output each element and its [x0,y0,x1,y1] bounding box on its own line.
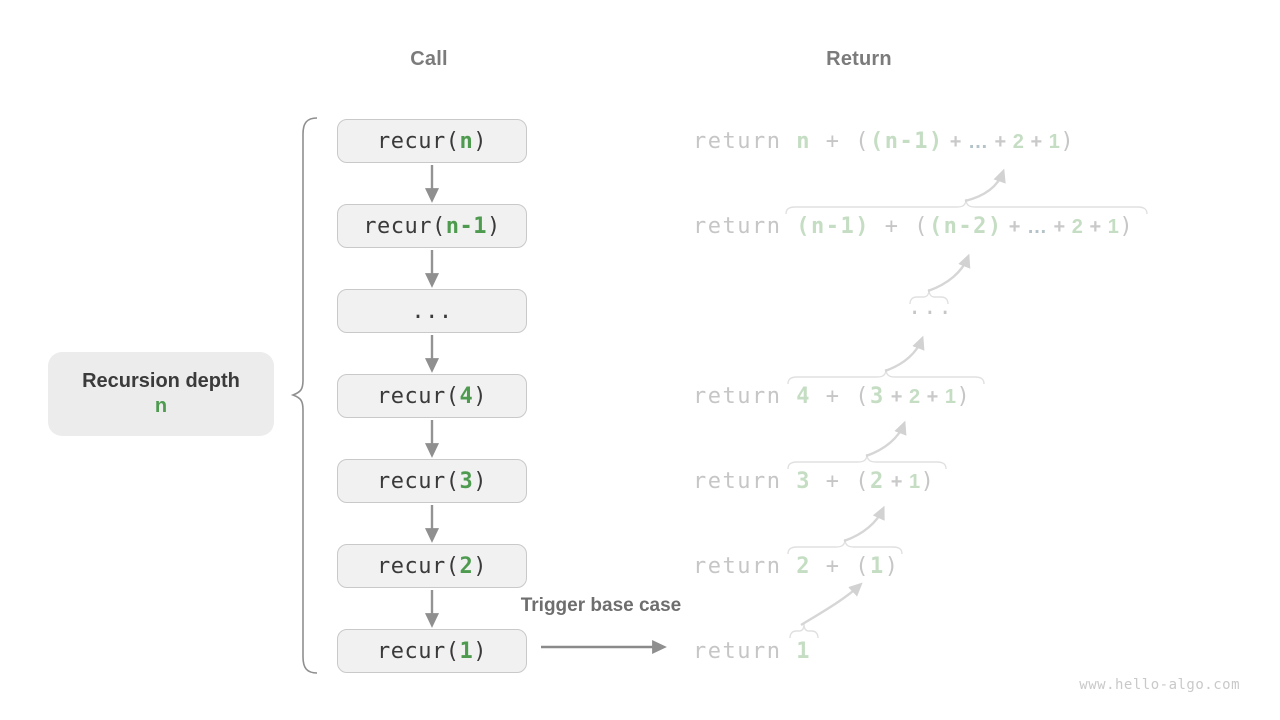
text-segment: + [1047,216,1072,238]
text-segment: ) [1119,214,1135,239]
text-segment: + [920,386,945,408]
return-line-return-n: return n + ((n-1) + … + 2 + 1) [693,128,1075,156]
call-box-recur-4: recur(4) [337,374,527,418]
text-segment: ) [473,128,487,154]
return-merge-arrow-icon [884,335,925,373]
text-segment: + [1002,216,1027,238]
text-segment: + ( [810,384,870,409]
return-merge-arrow-icon [927,253,971,293]
return-line-ellipsis: ... [908,294,954,322]
text-segment: + [988,131,1013,153]
text-segment: ) [473,553,487,579]
text-segment: n [459,128,474,154]
text-segment: + [943,131,968,153]
text-segment: (n-1) [869,129,944,154]
text-segment: (n-2) [928,214,1003,239]
text-segment: ) [473,638,487,664]
expression-brace-icon [787,538,903,555]
text-segment: 2 [1071,216,1084,238]
text-segment: ) [473,468,487,494]
text-segment: 2 [796,554,811,579]
call-box-recur-3: recur(3) [337,459,527,503]
text-segment: recur( [377,468,460,494]
trigger-base-case-label: Trigger base case [520,595,682,616]
text-segment: ) [486,213,501,239]
call-column-title: Call [410,48,448,70]
recursion-depth-label: Recursion depth n [48,352,274,436]
text-segment: … [1026,216,1048,238]
call-box-ellipsis: ... [337,289,527,333]
text-segment: ) [1060,129,1076,154]
expression-brace-icon [789,623,819,639]
text-segment: 1 [796,639,811,664]
recursion-depth-text: Recursion depth [82,370,240,392]
call-box-recur-2: recur(2) [337,544,527,588]
text-segment: + [884,471,909,493]
text-segment: 3 [869,384,885,409]
return-line-return-4: return 4 + (3 + 2 + 1) [693,383,971,411]
text-segment: return [693,639,797,664]
return-line-return-2: return 2 + (1) [693,553,899,581]
text-segment: 1 [869,554,885,579]
text-segment: 2 [459,553,474,579]
text-segment: ) [956,384,972,409]
text-segment: + ( [869,214,929,239]
expression-brace-icon [787,368,985,385]
text-segment: 2 [869,469,885,494]
return-merge-arrow-icon [964,168,1006,203]
text-segment: return [693,214,797,239]
text-segment: + ( [810,129,870,154]
text-segment: recur( [377,553,460,579]
return-column-title: Return [826,48,892,70]
text-segment: 4 [459,383,474,409]
text-segment: ) [473,383,487,409]
text-segment: return [693,554,797,579]
text-segment: + [1024,131,1049,153]
recursion-depth-value: n [154,395,168,417]
text-segment: 3 [459,468,474,494]
return-merge-arrow-icon [843,505,885,543]
text-segment: … [967,131,989,153]
text-segment: recur( [377,383,460,409]
text-segment: recur( [363,213,446,239]
return-merge-arrow-icon [800,582,863,627]
text-segment: 3 [796,469,811,494]
text-segment: + ( [810,469,870,494]
text-segment: return [693,129,797,154]
return-line-return-n-1: return (n-1) + ((n-2) + … + 2 + 1) [693,213,1134,241]
text-segment: 1 [944,386,957,408]
text-segment: 1 [459,638,474,664]
text-segment: 4 [796,384,811,409]
expression-brace-icon [787,453,947,470]
text-segment: ... [411,298,453,324]
call-box-recur-n: recur(n) [337,119,527,163]
text-segment: 1 [1107,216,1120,238]
text-segment: 2 [909,386,921,408]
watermark: www.hello-algo.com [1079,677,1240,693]
call-box-recur-1: recur(1) [337,629,527,673]
text-segment: + [884,386,909,408]
text-segment: n [796,129,811,154]
text-segment: recur( [377,638,460,664]
text-segment: n-1 [445,213,487,239]
recursion-depth-brace-icon [290,117,318,674]
text-segment: ... [908,295,954,320]
text-segment: ) [884,554,900,579]
text-segment: (n-1) [796,214,870,239]
call-box-recur-n-1: recur(n-1) [337,204,527,248]
text-segment: 1 [909,471,921,493]
text-segment: + [1083,216,1108,238]
text-segment: 1 [1048,131,1061,153]
return-line-return-1: return 1 [693,638,811,666]
expression-brace-icon [785,198,1148,215]
return-merge-arrow-icon [865,420,907,458]
text-segment: return [693,384,797,409]
text-segment: return [693,469,797,494]
text-segment: recur( [377,128,460,154]
text-segment: ) [920,469,936,494]
return-line-return-3: return 3 + (2 + 1) [693,468,935,496]
text-segment: 2 [1012,131,1025,153]
text-segment: + ( [810,554,870,579]
